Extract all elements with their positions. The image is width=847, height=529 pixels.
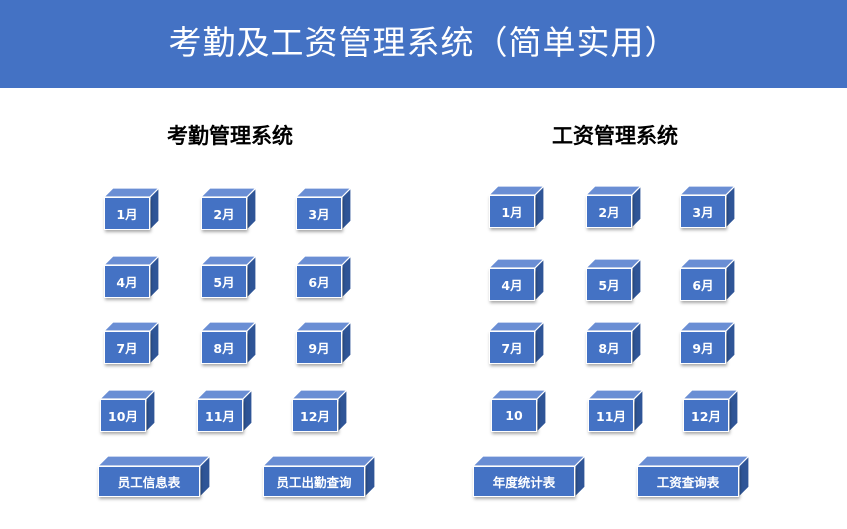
cube-label: 12月	[292, 399, 338, 432]
cube-label: 9月	[680, 331, 726, 364]
header-banner: 考勤及工资管理系统（简单实用）	[0, 0, 847, 88]
cube-label: 1月	[104, 197, 150, 230]
cube-label: 8月	[586, 331, 632, 364]
salary-query-button[interactable]: 工资查询表	[635, 454, 751, 499]
employee-info-button[interactable]: 员工信息表	[96, 454, 212, 499]
cube-label: 6月	[296, 265, 342, 298]
cube-3d-shape	[199, 186, 258, 232]
cube-label: 9月	[296, 331, 342, 364]
cube-label: 4月	[104, 265, 150, 298]
cube-3d-shape	[294, 186, 353, 232]
payroll-month-6-button[interactable]: 6月	[678, 257, 737, 303]
payroll-month-3-button[interactable]: 3月	[678, 184, 737, 230]
cube-3d-shape	[199, 254, 258, 300]
payroll-month-4-button[interactable]: 4月	[487, 257, 546, 303]
attendance-section-title: 考勤管理系统	[167, 124, 293, 148]
payroll-month-8-button[interactable]: 8月	[584, 320, 643, 366]
cube-label: 3月	[680, 195, 726, 228]
cube-label: 11月	[588, 399, 634, 432]
page-title: 考勤及工资管理系统（简单实用）	[168, 23, 679, 62]
payroll-month-9-button[interactable]: 9月	[678, 320, 737, 366]
cube-label: 1月	[489, 195, 535, 228]
cube-3d-shape	[290, 388, 349, 434]
cube-3d-shape	[681, 388, 740, 434]
annual-statistics-button[interactable]: 年度统计表	[471, 454, 587, 499]
cube-label: 3月	[296, 197, 342, 230]
cube-3d-shape	[471, 454, 587, 499]
cube-3d-shape	[678, 184, 737, 230]
attendance-month-6-button[interactable]: 6月	[294, 254, 353, 300]
cube-label: 5月	[201, 265, 247, 298]
cube-3d-shape	[98, 388, 157, 434]
attendance-month-10-button[interactable]: 10月	[98, 388, 157, 434]
cube-label: 4月	[489, 268, 535, 301]
cube-3d-shape	[102, 254, 161, 300]
payroll-month-12-button[interactable]: 12月	[681, 388, 740, 434]
employee-attendance-query-button[interactable]: 员工出勤查询	[261, 454, 377, 499]
cube-3d-shape	[102, 186, 161, 232]
cube-label: 5月	[586, 268, 632, 301]
payroll-month-5-button[interactable]: 5月	[584, 257, 643, 303]
cube-label: 2月	[201, 197, 247, 230]
attendance-month-12-button[interactable]: 12月	[290, 388, 349, 434]
attendance-month-4-button[interactable]: 4月	[102, 254, 161, 300]
payroll-month-10-button[interactable]: 10	[489, 388, 548, 434]
cube-label: 7月	[104, 331, 150, 364]
attendance-month-7-button[interactable]: 7月	[102, 320, 161, 366]
cube-3d-shape	[487, 257, 546, 303]
cube-label: 员工信息表	[98, 466, 200, 497]
cube-3d-shape	[199, 320, 258, 366]
cube-label: 12月	[683, 399, 729, 432]
attendance-month-8-button[interactable]: 8月	[199, 320, 258, 366]
cube-label: 11月	[197, 399, 243, 432]
cube-3d-shape	[96, 454, 212, 499]
cube-3d-shape	[584, 320, 643, 366]
payroll-month-11-button[interactable]: 11月	[586, 388, 645, 434]
attendance-month-1-button[interactable]: 1月	[102, 186, 161, 232]
attendance-month-2-button[interactable]: 2月	[199, 186, 258, 232]
cube-label: 年度统计表	[473, 466, 575, 497]
cube-label: 工资查询表	[637, 466, 739, 497]
cube-3d-shape	[678, 257, 737, 303]
cube-3d-shape	[487, 320, 546, 366]
cube-label: 8月	[201, 331, 247, 364]
cube-3d-shape	[261, 454, 377, 499]
attendance-month-5-button[interactable]: 5月	[199, 254, 258, 300]
cube-label: 员工出勤查询	[263, 466, 365, 497]
cube-label: 10	[491, 399, 537, 432]
payroll-month-7-button[interactable]: 7月	[487, 320, 546, 366]
payroll-month-1-button[interactable]: 1月	[487, 184, 546, 230]
payroll-section-title: 工资管理系统	[552, 124, 678, 148]
attendance-month-11-button[interactable]: 11月	[195, 388, 254, 434]
payroll-month-2-button[interactable]: 2月	[584, 184, 643, 230]
cube-3d-shape	[195, 388, 254, 434]
cube-label: 10月	[100, 399, 146, 432]
cube-3d-shape	[294, 320, 353, 366]
cube-label: 6月	[680, 268, 726, 301]
cube-3d-shape	[635, 454, 751, 499]
attendance-month-9-button[interactable]: 9月	[294, 320, 353, 366]
cube-label: 2月	[586, 195, 632, 228]
attendance-month-3-button[interactable]: 3月	[294, 186, 353, 232]
cube-label: 7月	[489, 331, 535, 364]
